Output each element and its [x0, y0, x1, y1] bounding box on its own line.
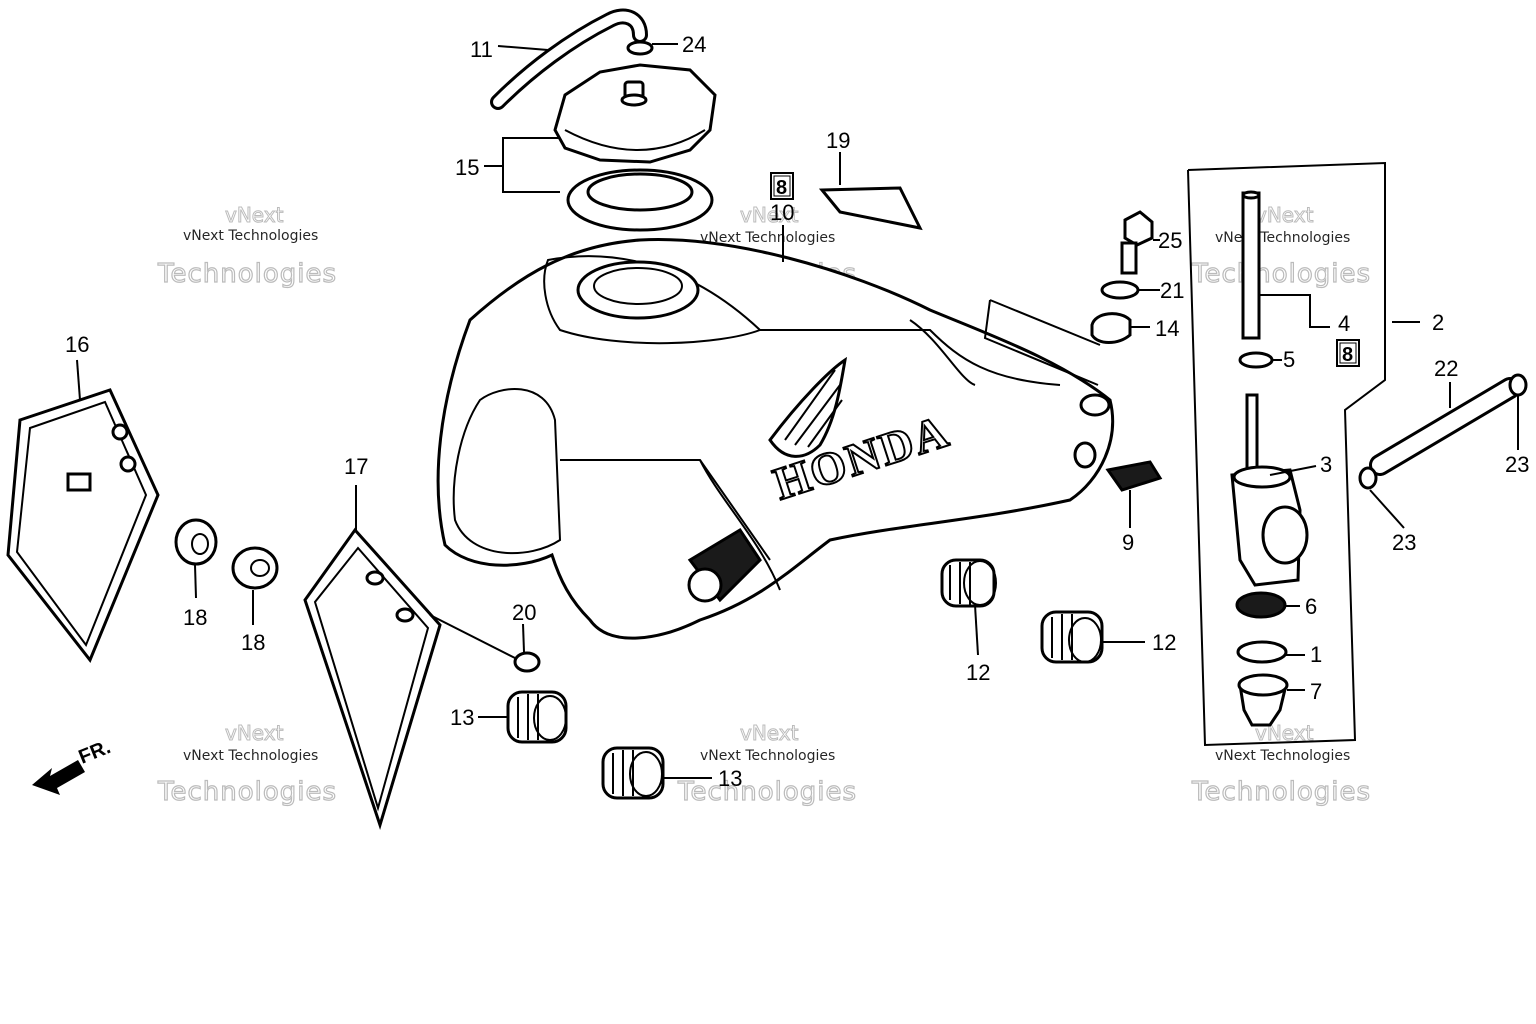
callout-12-right: 12	[1152, 630, 1176, 655]
callout-16: 16	[65, 332, 89, 357]
svg-text:vNext: vNext	[225, 721, 284, 745]
cushion-rubber-b[interactable]	[1040, 610, 1104, 664]
tank-bolt[interactable]	[1120, 210, 1154, 275]
watermark-bottom-right: vNext vNext Technologies Technologies	[1190, 721, 1371, 808]
fuel-cap[interactable]	[553, 63, 717, 164]
callout-6: 6	[1305, 594, 1317, 619]
boxed-reference-a: 8	[770, 172, 794, 200]
svg-text:vNext: vNext	[740, 203, 799, 227]
fuel-tube[interactable]	[1369, 377, 1521, 476]
fuel-cock-packing[interactable]	[1235, 591, 1287, 619]
fuel-cup[interactable]	[1237, 673, 1289, 727]
tube-clip-lower[interactable]	[1358, 466, 1378, 490]
callout-9: 9	[1122, 530, 1134, 555]
callout-4: 4	[1338, 311, 1350, 336]
side-cover-right[interactable]	[303, 527, 442, 830]
cushion-rubber-d[interactable]	[601, 746, 665, 800]
caution-label[interactable]	[818, 186, 923, 231]
svg-text:vNext Technologies: vNext Technologies	[183, 228, 318, 244]
tank-washer[interactable]	[1100, 280, 1140, 300]
callout-1: 1	[1310, 642, 1322, 667]
leader-lines	[76, 43, 1519, 779]
fuel-strainer-tube[interactable]	[1241, 190, 1261, 340]
tank-petcock-mount	[687, 527, 762, 603]
callout-20: 20	[512, 600, 536, 625]
front-label: FR.	[76, 736, 114, 768]
watermark-top-left: vNext vNext Technologies Technologies	[156, 203, 337, 290]
svg-text:vNext: vNext	[225, 203, 284, 227]
callout-17: 17	[344, 454, 368, 479]
breather-tube[interactable]	[490, 8, 648, 110]
svg-text:Technologies: Technologies	[677, 777, 857, 807]
callout-labels: 11 24 15 19 10 25 21 14 4 5 2 22 3 23 23…	[65, 32, 1529, 791]
callout-25: 25	[1158, 228, 1182, 253]
callout-10: 10	[770, 200, 794, 225]
tank-filler-neck	[576, 260, 700, 320]
side-cover-left[interactable]	[6, 388, 160, 663]
callout-22: 22	[1434, 356, 1458, 381]
watermark-bottom-center: vNext vNext Technologies Technologies	[676, 721, 857, 808]
cover-screw[interactable]	[429, 614, 541, 673]
callout-14: 14	[1155, 316, 1179, 341]
svg-text:vNext: vNext	[1255, 203, 1314, 227]
svg-text:Technologies: Technologies	[157, 777, 337, 807]
callout-3: 3	[1320, 452, 1332, 477]
fuel-cock[interactable]	[1230, 393, 1309, 587]
svg-text:Technologies: Technologies	[1191, 777, 1371, 807]
callout-23-lower: 23	[1392, 530, 1416, 555]
svg-text:vNext Technologies: vNext Technologies	[1215, 748, 1350, 764]
callout-19: 19	[826, 128, 850, 153]
cap-gasket[interactable]	[566, 168, 714, 232]
svg-text:vNext: vNext	[740, 721, 799, 745]
callout-23-right: 23	[1505, 452, 1529, 477]
callout-11: 11	[470, 37, 493, 62]
strainer-o-ring[interactable]	[1238, 351, 1274, 369]
callout-18-right: 18	[241, 630, 265, 655]
mount-rubber[interactable]	[1090, 312, 1132, 344]
boxed-ref-8-right: 8	[1342, 344, 1353, 366]
cover-grommet-a[interactable]	[174, 518, 218, 566]
front-direction-arrow: FR.	[32, 736, 114, 795]
svg-text:vNext Technologies: vNext Technologies	[1215, 230, 1350, 246]
cover-grommet-b[interactable]	[231, 546, 279, 590]
tank-mount-collar[interactable]	[1105, 460, 1163, 492]
fuel-valve-box	[1187, 161, 1386, 747]
callout-13-bottom: 13	[718, 766, 742, 791]
callout-2: 2	[1432, 310, 1444, 335]
callout-24: 24	[682, 32, 706, 57]
svg-text:Technologies: Technologies	[1191, 259, 1371, 289]
boxed-ref-8-top: 8	[776, 177, 787, 199]
callout-12-left: 12	[966, 660, 990, 685]
fuel-cup-o-ring[interactable]	[1236, 640, 1288, 664]
watermark-top-right: vNext vNext Technologies Technologies	[1190, 203, 1371, 290]
svg-text:vNext Technologies: vNext Technologies	[700, 748, 835, 764]
callout-5: 5	[1283, 347, 1295, 372]
svg-text:Technologies: Technologies	[157, 259, 337, 289]
cushion-rubber-a[interactable]	[940, 558, 997, 608]
tube-clip-upper[interactable]	[1508, 373, 1528, 397]
callout-21: 21	[1160, 278, 1184, 303]
boxed-reference-b: 8	[1336, 339, 1360, 367]
watermark-bottom-left: vNext vNext Technologies Technologies	[156, 721, 337, 808]
callout-7: 7	[1310, 679, 1322, 704]
cushion-rubber-c[interactable]	[506, 690, 568, 744]
callout-18-left: 18	[183, 605, 207, 630]
svg-text:vNext Technologies: vNext Technologies	[700, 230, 835, 246]
tube-clip[interactable]	[626, 40, 654, 56]
callout-13-left: 13	[450, 705, 474, 730]
callout-15: 15	[455, 155, 479, 180]
svg-text:vNext Technologies: vNext Technologies	[183, 748, 318, 764]
